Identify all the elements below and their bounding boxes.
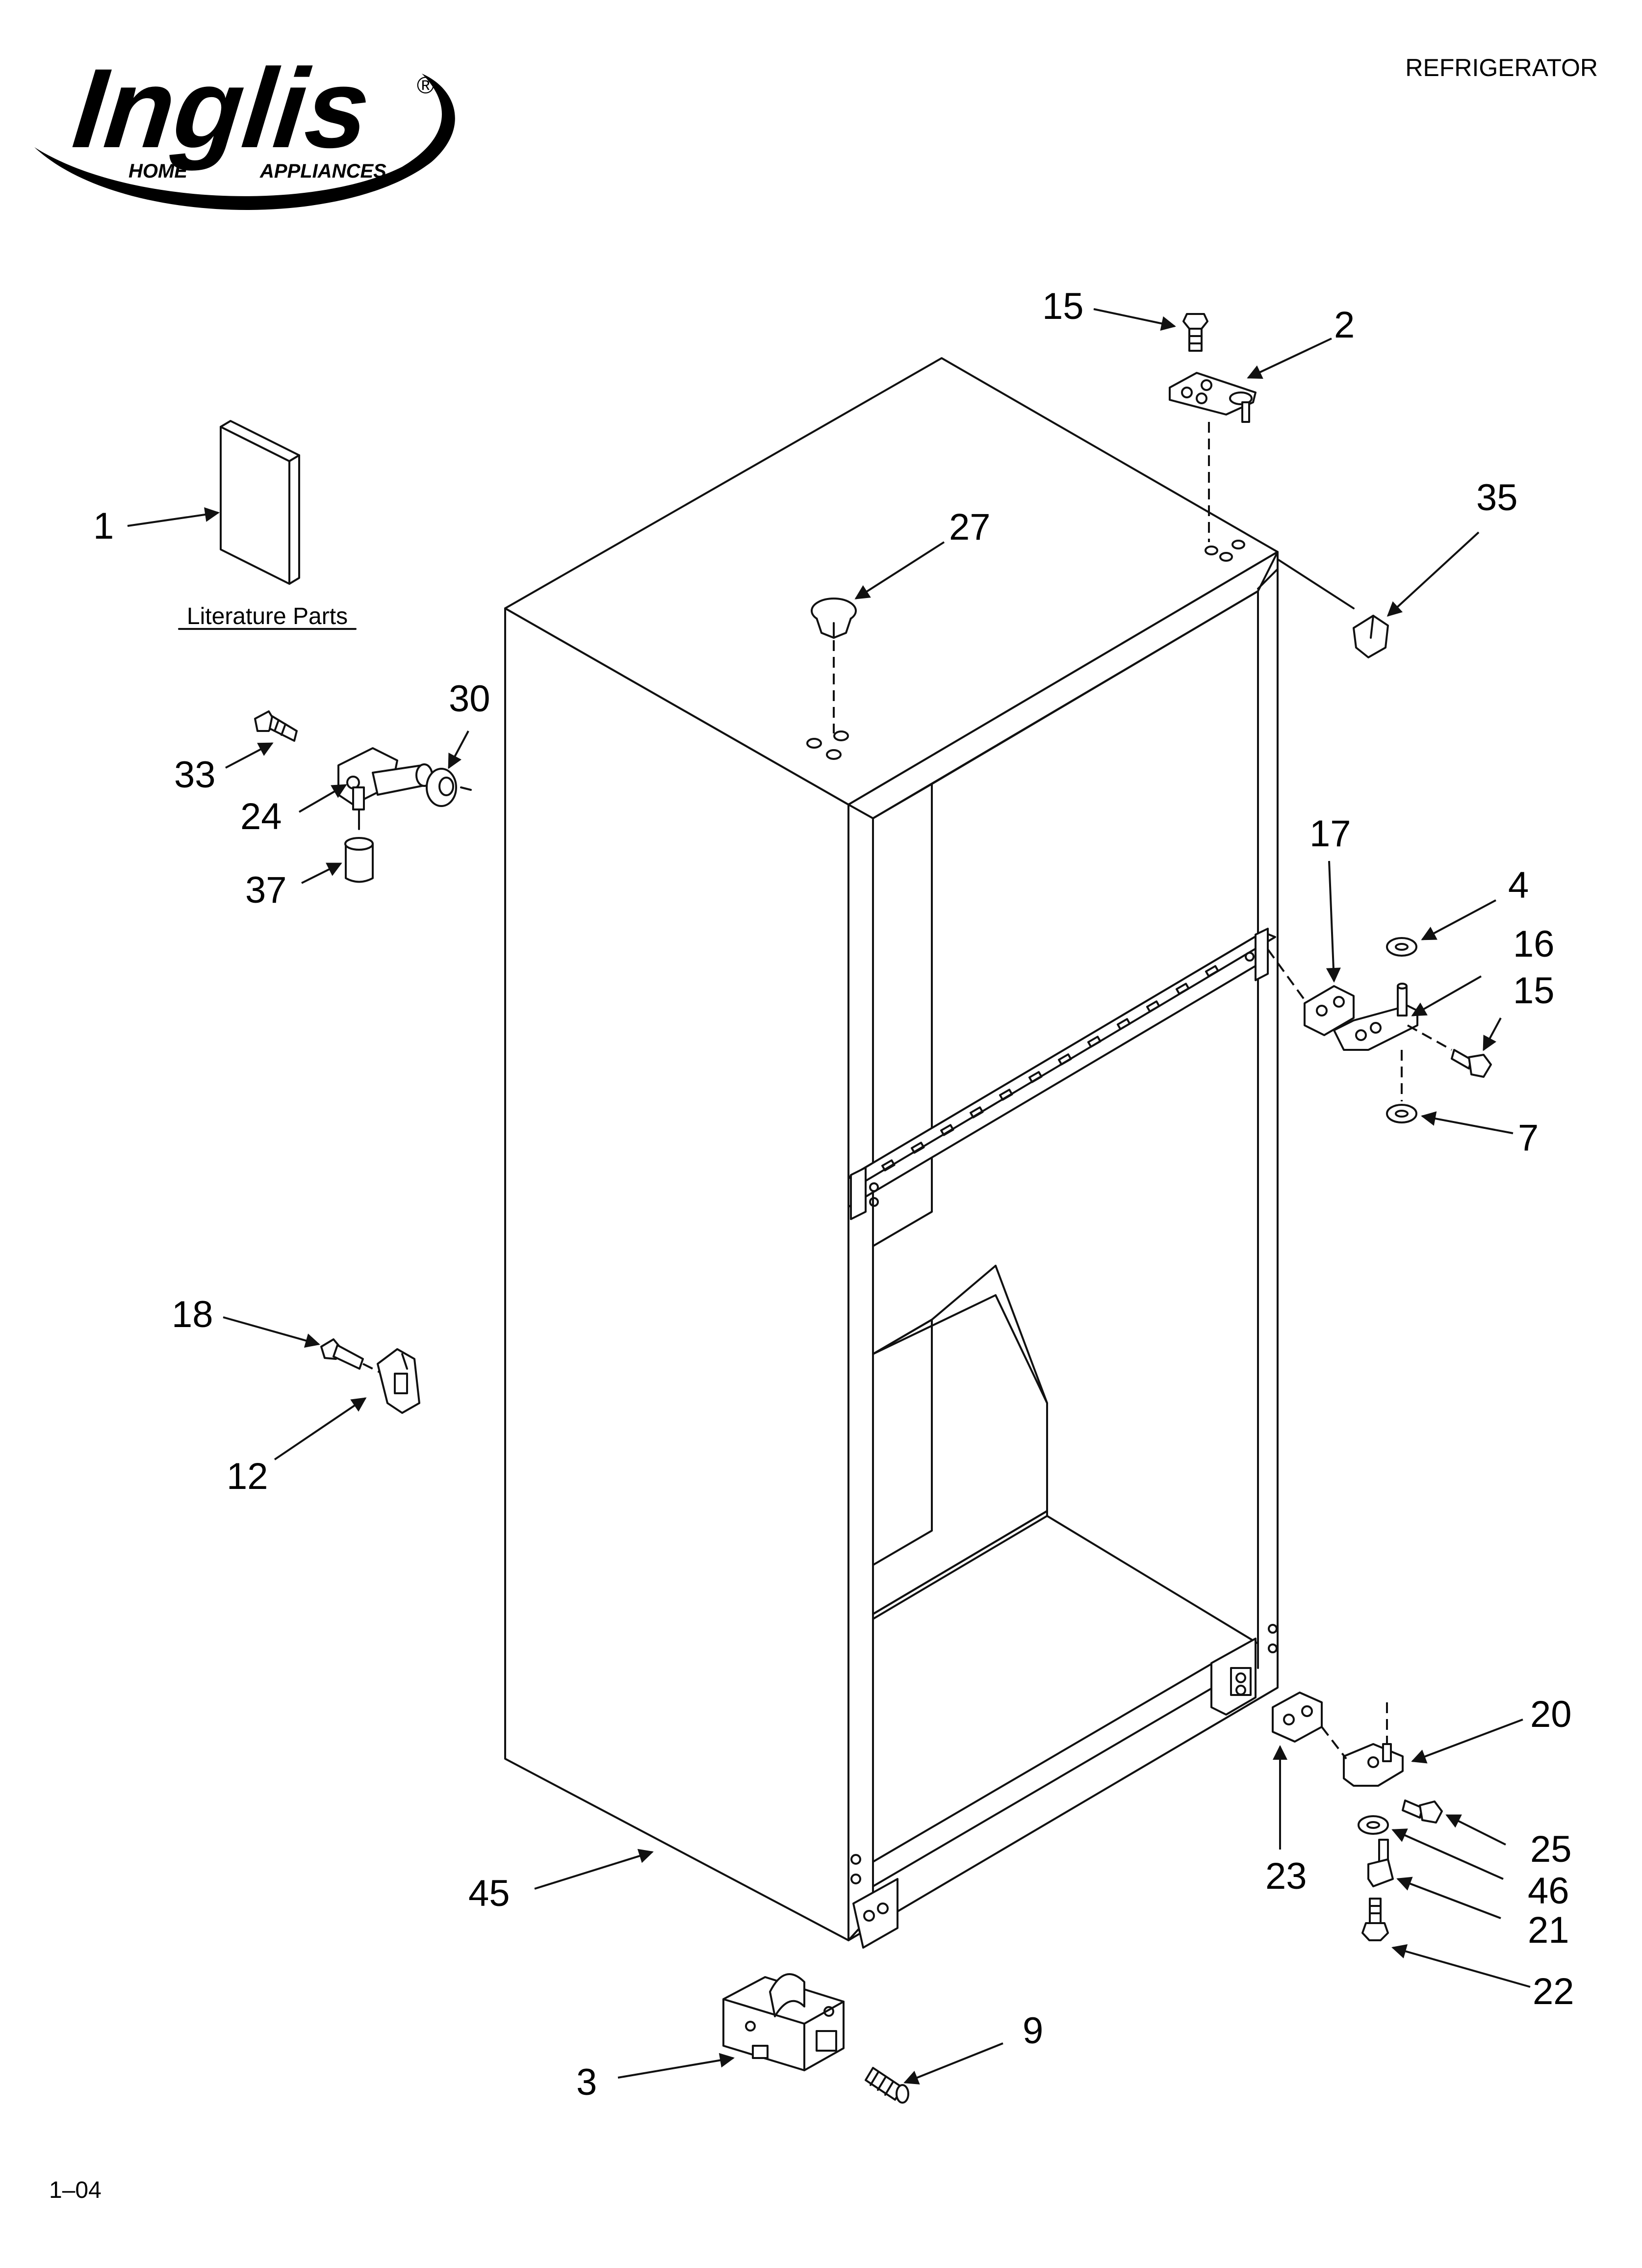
floor-right-edge [1046, 1515, 1259, 1644]
logo-tagline-home: HOME [128, 160, 188, 182]
callout-15-top: 15 [1042, 286, 1084, 327]
bottom-hinge-bracket [1343, 1743, 1404, 1787]
cam-spacer [344, 837, 374, 883]
callout-2: 2 [1334, 304, 1355, 346]
frame-hole [1268, 1624, 1278, 1634]
callout-12: 12 [227, 1456, 268, 1497]
cam-roller [426, 768, 472, 807]
callout-15-center: 15 [1513, 970, 1555, 1012]
bottom-left-plate [852, 1878, 898, 1949]
callout-9: 9 [1023, 2010, 1043, 2052]
bracket-hole [1235, 1672, 1246, 1683]
callout-35: 35 [1476, 477, 1518, 519]
top-hole [833, 730, 849, 741]
callout-7: 7 [1518, 1117, 1539, 1159]
rail-slots [881, 965, 1219, 1172]
door-stop-assembly [320, 1338, 420, 1414]
top-hinge-assembly [1169, 313, 1257, 542]
center-hinge-washer-top [1386, 937, 1417, 957]
callout-33: 33 [174, 754, 216, 796]
floor-top-edge [872, 1515, 1048, 1620]
callout-30: 30 [449, 678, 490, 720]
logo-tagline-appliances: APPLIANCES [259, 160, 386, 182]
freezer-door-cam-assembly [254, 710, 472, 883]
center-hinge-screw [1451, 1049, 1492, 1078]
rail-left-end [850, 1167, 867, 1220]
bottom-hinge-assembly [1272, 1692, 1443, 1941]
callout-17: 17 [1309, 813, 1351, 855]
frame-right-bevel [1257, 568, 1279, 590]
brand-logo: Inglis HOME APPLIANCES ® [34, 45, 455, 210]
logo-wordmark: Inglis [68, 45, 376, 171]
bottom-hinge-bolt [1361, 1898, 1389, 1941]
center-hinge-washer-bottom [1386, 1104, 1417, 1123]
top-hinge-screw [1182, 313, 1208, 352]
crisper-top [872, 1294, 1048, 1404]
bottom-hinge-pin [1367, 1839, 1394, 1887]
callout-1: 1 [93, 505, 114, 547]
frame-hole [850, 1854, 861, 1865]
product-title: REFRIGERATOR [1405, 54, 1598, 81]
door-stop-screw [320, 1338, 364, 1370]
callout-labels: 15 2 35 1 27 30 33 24 37 17 4 16 15 7 18… [93, 286, 1574, 2103]
crisper-front-edge [872, 1510, 1048, 1615]
top-plug [811, 598, 857, 733]
callout-37: 37 [245, 869, 287, 911]
cabinet-left-side [504, 607, 849, 1941]
callout-21: 21 [1528, 1909, 1569, 1951]
top-hinge-plate [1169, 372, 1257, 416]
callout-18: 18 [172, 1294, 213, 1335]
leveling-screw [865, 2067, 909, 2104]
callout-45: 45 [468, 1873, 510, 1914]
hinge-cover-cap [1277, 558, 1389, 658]
top-hinge-hole [1232, 540, 1245, 549]
callout-27: 27 [949, 506, 991, 548]
callout-23: 23 [1265, 1855, 1307, 1897]
callout-22: 22 [1533, 1971, 1574, 2012]
refrigerator-cabinet [504, 357, 1279, 1949]
cabinet-front-frame [847, 551, 1279, 1941]
plate-hole [863, 1910, 875, 1922]
callout-4: 4 [1508, 864, 1529, 906]
callout-3: 3 [576, 2061, 597, 2103]
bottom-hinge-washer [1358, 1815, 1389, 1835]
roller-assembly [722, 1973, 909, 2104]
literature-caption: Literature Parts [187, 603, 348, 629]
freezer-opening [872, 783, 933, 1247]
bottom-hinge-screw [1402, 1799, 1443, 1824]
callout-20: 20 [1530, 1694, 1572, 1735]
frame-hole [1268, 1643, 1278, 1653]
center-hinge-bracket [1333, 1005, 1418, 1051]
top-hinge-hole [1219, 552, 1233, 562]
top-hinge-hole [1205, 546, 1218, 555]
bottom-hinge-shim [1272, 1692, 1323, 1743]
center-hinge-assembly [1267, 937, 1492, 1123]
revision-code: 1–04 [49, 2177, 102, 2203]
callout-24: 24 [240, 796, 282, 837]
top-hole [806, 738, 822, 749]
rail-right-end [1255, 928, 1269, 981]
callout-16: 16 [1513, 923, 1555, 965]
callout-46: 46 [1528, 1870, 1569, 1912]
literature-parts-booklet [220, 420, 300, 585]
leader-lines [127, 308, 1531, 2085]
logo-registered: ® [417, 73, 434, 99]
cam-screw [254, 710, 298, 742]
callout-25: 25 [1530, 1828, 1572, 1870]
frame-hole [850, 1874, 861, 1884]
door-stop-bracket [377, 1348, 420, 1414]
plate-hole [877, 1903, 889, 1914]
top-hole [826, 749, 842, 760]
center-mullion-rail [847, 928, 1276, 1220]
bracket-hole [1235, 1685, 1246, 1695]
